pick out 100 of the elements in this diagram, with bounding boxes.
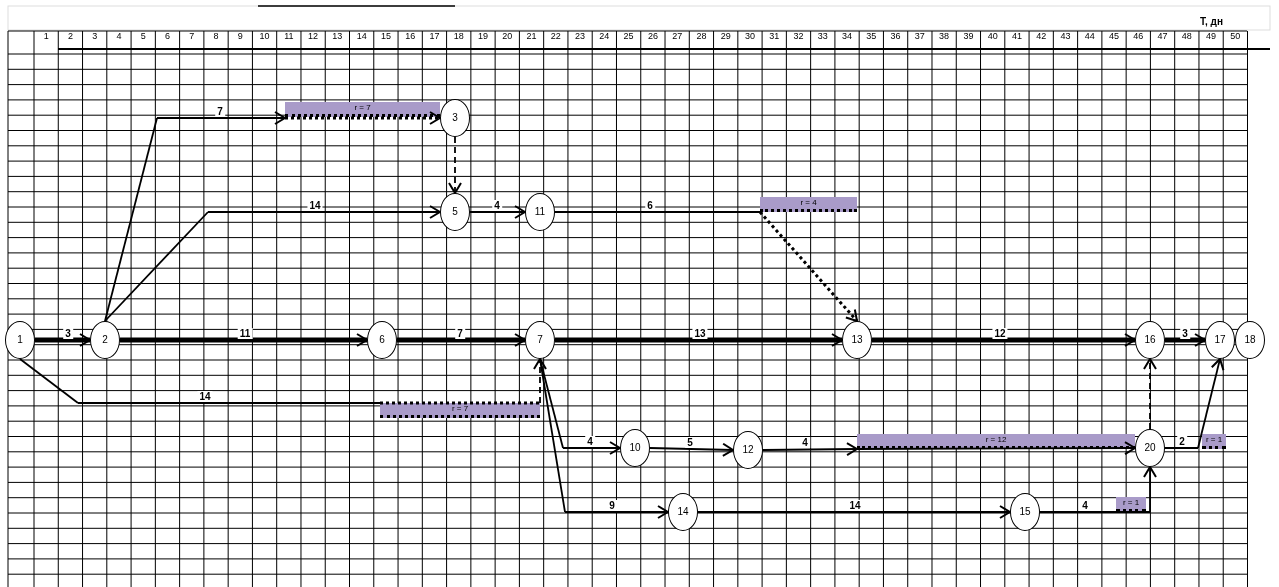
column-number: 48: [1180, 31, 1193, 42]
column-number: 38: [938, 31, 951, 42]
column-number: 44: [1083, 31, 1096, 42]
event-circle: [440, 193, 470, 231]
edge-label: 3: [63, 328, 73, 339]
slack-bar: r = 4: [760, 197, 857, 212]
column-number: 33: [816, 31, 829, 42]
column-number: 17: [428, 31, 441, 42]
column-number: 12: [307, 31, 320, 42]
column-number: 22: [549, 31, 562, 42]
column-number: 24: [598, 31, 611, 42]
event-circle: [525, 321, 555, 359]
column-number: 19: [477, 31, 489, 42]
edge-label: 6: [645, 200, 655, 211]
column-number: 50: [1229, 31, 1242, 42]
column-number: 43: [1059, 31, 1072, 42]
event-number: 15: [1019, 507, 1031, 517]
column-number: 9: [236, 31, 244, 42]
event-circle: [1010, 493, 1040, 531]
edge-label: 7: [215, 106, 225, 117]
arrow: [649, 442, 734, 457]
slack-bar: r = 7: [285, 102, 440, 117]
column-number: 14: [355, 31, 368, 42]
column-number: 10: [258, 31, 271, 42]
event-circle: [367, 321, 397, 359]
event-number: 18: [1244, 335, 1256, 345]
event-number: 1: [17, 335, 23, 345]
event-number: 3: [452, 113, 458, 123]
event-circle: [1235, 321, 1265, 359]
edge-label: 2: [1177, 436, 1187, 447]
arrow: [35, 333, 91, 347]
column-number: 23: [574, 31, 587, 42]
edge-label: 4: [585, 436, 595, 447]
column-number: 21: [525, 31, 538, 42]
event-number: 2: [102, 335, 108, 345]
event-circle: [733, 431, 763, 469]
column-number: 47: [1156, 31, 1169, 42]
column-number: 4: [115, 31, 123, 42]
arrow: [19, 358, 547, 405]
column-number: 11: [283, 31, 295, 42]
event-circle: [440, 99, 470, 137]
arrow: [555, 333, 843, 347]
edge-label: 12: [992, 328, 1008, 339]
slack-bar: r = 1: [1202, 434, 1226, 449]
edge-label: 14: [197, 391, 213, 402]
arrow: [120, 333, 368, 347]
event-circle: [620, 429, 650, 467]
arrow: [469, 205, 526, 219]
column-number: 5: [139, 31, 147, 42]
column-number: 3: [91, 31, 99, 42]
unit-label: T, дн: [1200, 17, 1223, 27]
arrow: [397, 333, 526, 347]
arrow: [1165, 333, 1206, 347]
edge-label: 7: [455, 328, 465, 339]
column-number: 32: [792, 31, 805, 42]
column-number: 37: [913, 31, 926, 42]
column-number: 36: [889, 31, 902, 42]
arrow: [104, 205, 441, 322]
event-number: 6: [379, 335, 385, 345]
arrow: [1143, 358, 1157, 430]
edge-label: 11: [237, 328, 253, 339]
column-number: 6: [163, 31, 171, 42]
column-number: 28: [695, 31, 708, 42]
arrow: [762, 441, 1136, 457]
edge-label: 14: [847, 500, 863, 511]
arrow: [1164, 358, 1225, 449]
event-number: 12: [742, 445, 754, 455]
event-circle: [1135, 321, 1165, 359]
edge-label: 5: [685, 437, 695, 448]
event-number: 13: [851, 335, 863, 345]
column-number: 40: [986, 31, 999, 42]
event-number: 11: [534, 207, 546, 217]
column-number: 15: [379, 31, 392, 42]
column-number: 31: [768, 31, 781, 42]
column-number: 46: [1132, 31, 1145, 42]
arrow: [554, 211, 859, 322]
column-number: 34: [841, 31, 854, 42]
column-number: 7: [188, 31, 196, 42]
column-number: 29: [719, 31, 732, 42]
edge-label: 4: [1080, 500, 1090, 511]
column-number: 26: [646, 31, 659, 42]
column-number: 49: [1205, 31, 1218, 42]
column-number: 1: [42, 31, 50, 42]
event-number: 16: [1144, 335, 1156, 345]
event-circle: [5, 321, 35, 359]
column-number: 42: [1035, 31, 1048, 42]
event-number: 17: [1214, 335, 1226, 345]
event-circle: [668, 493, 698, 531]
arrow: [697, 505, 1011, 519]
column-number: 45: [1108, 31, 1120, 42]
arrow: [1039, 466, 1157, 513]
event-circle: [1205, 321, 1235, 359]
event-number: 7: [537, 335, 543, 345]
column-number: 20: [501, 31, 514, 42]
column-number: 27: [671, 31, 684, 42]
arrow: [872, 333, 1136, 347]
slack-bar: r = 7: [380, 403, 540, 418]
event-circle: [90, 321, 120, 359]
edge-label: 4: [800, 437, 810, 448]
edge-label: 4: [492, 200, 502, 211]
